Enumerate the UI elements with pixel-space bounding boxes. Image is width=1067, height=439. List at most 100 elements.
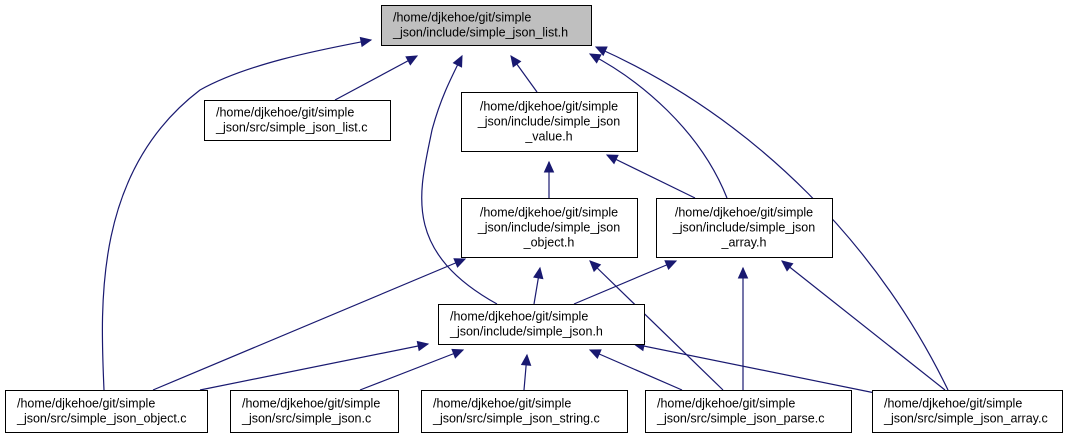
edge-line [101, 39, 372, 391]
node-list-h[interactable]: /home/djkehoe/git/simple_json/include/si… [381, 5, 592, 46]
edge-json_h-to-list_h [421, 54, 498, 305]
node-label-line: /home/djkehoe/git/simple [216, 106, 354, 120]
node-label-line: _json/src/simple_json_object.c [16, 412, 187, 426]
edge-line [421, 55, 498, 305]
edge-line [359, 349, 464, 391]
edge-line [152, 258, 466, 391]
edge-line [595, 46, 949, 391]
edge-value_h-to-list_h [510, 55, 538, 93]
arrowhead-icon [416, 340, 430, 352]
node-label-line: /home/djkehoe/git/simple [393, 11, 531, 25]
node-label-line: _json/src/simple_json_list.c [215, 121, 367, 135]
node-object-c[interactable]: /home/djkehoe/git/simple_json/src/simple… [5, 390, 208, 433]
node-label-line: _json/include/simple_json [672, 221, 815, 235]
node-label-line: /home/djkehoe/git/simple [884, 397, 1022, 411]
node-box[interactable] [656, 198, 833, 258]
arrowhead-icon [451, 348, 465, 359]
edge-parse_c-to-array_h [737, 266, 749, 390]
edge-json_h-to-object_h [533, 266, 544, 305]
arrowhead-icon [589, 260, 602, 273]
node-label-line: /home/djkehoe/git/simple [480, 100, 618, 114]
edge-line [199, 343, 429, 391]
edge-array_h-to-list_h [588, 53, 728, 199]
node-box[interactable] [421, 390, 628, 433]
node-label-line: /home/djkehoe/git/simple [480, 206, 618, 220]
edge-line [334, 55, 418, 101]
edge-line [589, 260, 724, 391]
node-array-h[interactable]: /home/djkehoe/git/simple_json/include/si… [656, 198, 833, 258]
nodes-layer: /home/djkehoe/git/simple_json/include/si… [5, 5, 1063, 433]
arrowhead-icon [520, 353, 532, 366]
edge-line [589, 53, 728, 199]
edge-array_c-to-array_h [781, 260, 946, 391]
node-label-line: _object.h [523, 236, 575, 250]
edge-object_h-to-value_h [543, 160, 555, 198]
node-box[interactable] [5, 390, 208, 433]
arrowhead-icon [664, 260, 678, 270]
node-label-line: /home/djkehoe/git/simple [675, 206, 813, 220]
arrowhead-icon [533, 266, 544, 280]
node-object-h[interactable]: /home/djkehoe/git/simple_json/include/si… [461, 198, 638, 258]
node-label-line: /home/djkehoe/git/simple [433, 397, 571, 411]
arrowhead-icon [543, 160, 555, 173]
edge-json_h-to-array_h [573, 260, 678, 305]
node-list-c[interactable]: /home/djkehoe/git/simple_json/src/simple… [204, 100, 391, 141]
node-json-h[interactable]: /home/djkehoe/git/simple_json/include/si… [438, 304, 645, 345]
edge-object_c-to-json_h [199, 340, 430, 391]
edge-line [606, 154, 696, 199]
edge-line [573, 260, 677, 305]
node-label-line: /home/djkehoe/git/simple [242, 397, 380, 411]
node-box[interactable] [381, 5, 592, 46]
node-box[interactable] [461, 92, 638, 152]
node-box[interactable] [230, 390, 399, 433]
node-label-line: /home/djkehoe/git/simple [17, 397, 155, 411]
node-label-line: _json/src/simple_json.c [241, 412, 371, 426]
edges-layer [101, 36, 949, 395]
edge-array_h-to-value_h [605, 154, 696, 199]
arrowhead-icon [605, 154, 619, 165]
edge-line [589, 349, 683, 391]
node-label-line: _json/src/simple_json_string.c [432, 412, 600, 426]
node-label-line: _json/src/simple_json_parse.c [656, 412, 824, 426]
node-label-line: _value.h [524, 130, 572, 144]
arrowhead-icon [452, 54, 463, 68]
node-label-line: /home/djkehoe/git/simple [450, 310, 588, 324]
arrowhead-icon [359, 36, 373, 48]
arrowhead-icon [737, 266, 749, 279]
arrowhead-icon [588, 53, 602, 64]
node-box[interactable] [461, 198, 638, 258]
arrowhead-icon [781, 260, 794, 272]
edge-object_c-to-list_h [101, 36, 373, 391]
node-string-c[interactable]: /home/djkehoe/git/simple_json/src/simple… [421, 390, 628, 433]
node-json-c[interactable]: /home/djkehoe/git/simple_json/src/simple… [230, 390, 399, 433]
arrowhead-icon [510, 55, 522, 68]
edge-parse_c-to-json_h [588, 349, 683, 391]
node-label-line: _json/include/simple_json [477, 115, 620, 129]
node-label-line: /home/djkehoe/git/simple [657, 397, 795, 411]
node-label-line: _json/include/simple_json.h [449, 325, 603, 339]
edge-line [781, 260, 946, 391]
node-box[interactable] [645, 390, 852, 433]
node-label-line: _json/include/simple_json_list.h [392, 26, 568, 40]
node-box[interactable] [872, 390, 1063, 433]
node-label-line: _json/include/simple_json [477, 221, 620, 235]
edge-array_c-to-json_h [632, 340, 881, 395]
edge-string_c-to-json_h [520, 353, 532, 391]
edge-line [633, 343, 881, 395]
edge-array_c-to-list_h [594, 46, 949, 391]
node-box[interactable] [204, 100, 391, 141]
arrowhead-icon [453, 258, 467, 268]
node-label-line: _json/src/simple_json_array.c [883, 412, 1048, 426]
edge-parse_c-to-object_h [589, 260, 724, 391]
node-parse-c[interactable]: /home/djkehoe/git/simple_json/src/simple… [645, 390, 852, 433]
arrowhead-icon [405, 55, 419, 66]
node-box[interactable] [438, 304, 645, 345]
edge-json_c-to-json_h [359, 348, 465, 391]
arrowhead-icon [594, 46, 608, 57]
arrowhead-icon [588, 349, 602, 360]
node-label-line: _array.h [721, 236, 767, 250]
edge-list_c-to-list_h [334, 55, 419, 101]
node-array-c[interactable]: /home/djkehoe/git/simple_json/src/simple… [872, 390, 1063, 433]
node-value-h[interactable]: /home/djkehoe/git/simple_json/include/si… [461, 92, 638, 152]
